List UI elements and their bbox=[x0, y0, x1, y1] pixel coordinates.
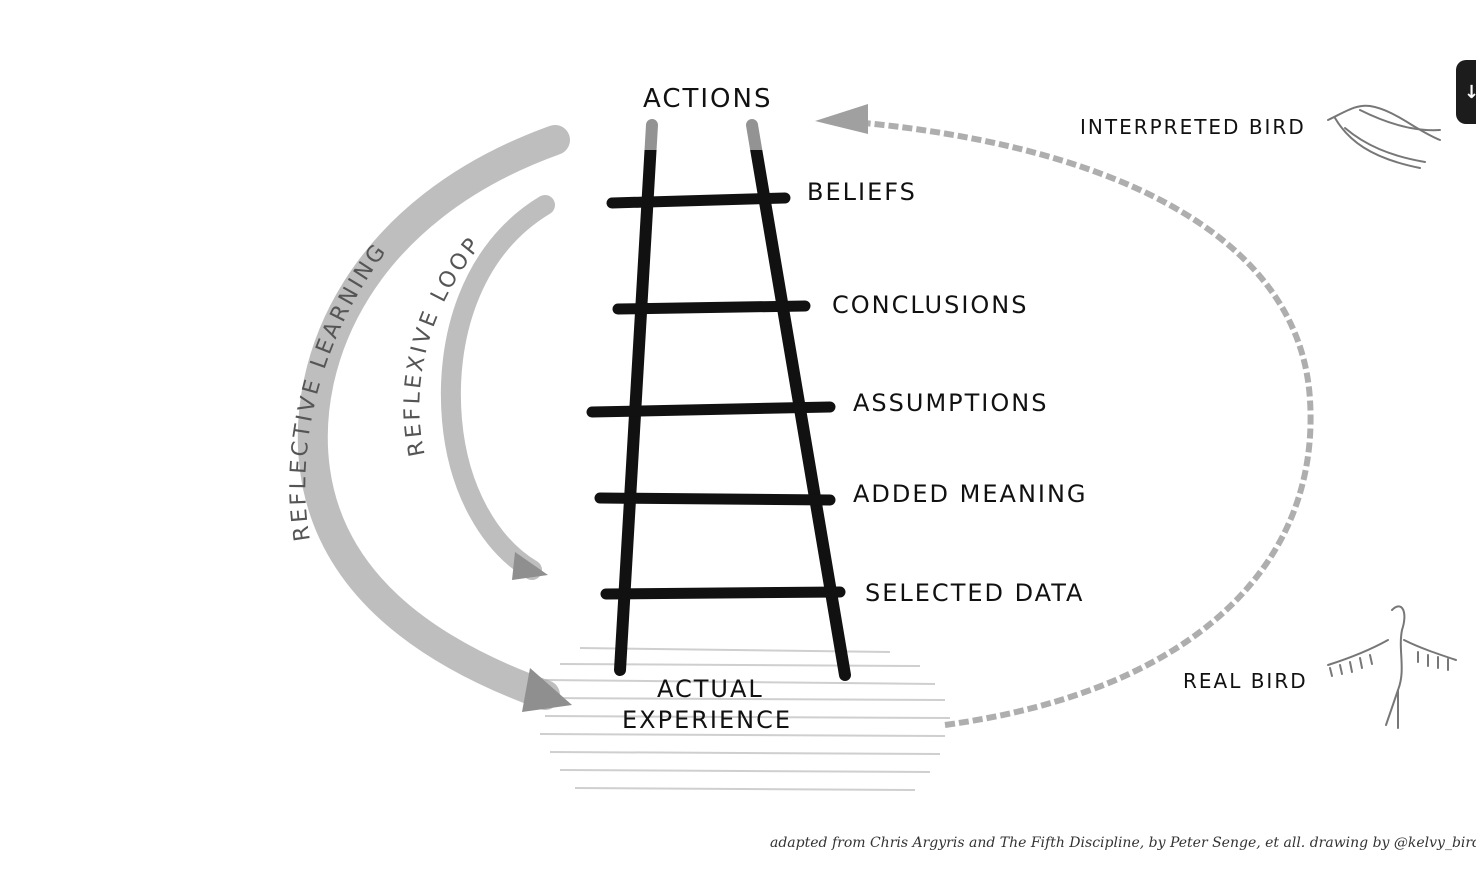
ladder-top-fade bbox=[600, 110, 800, 150]
real-bird-icon bbox=[1327, 605, 1457, 729]
rung-label-conclusions: CONCLUSIONS bbox=[832, 291, 1029, 319]
rung-added-meaning bbox=[594, 492, 836, 506]
interpretation-loop-arrowhead bbox=[815, 104, 868, 134]
rung-selected-data bbox=[600, 586, 846, 600]
reflexive-loop-arrowhead bbox=[512, 552, 548, 580]
interpreted-bird-label: INTERPRETED BIRD bbox=[1080, 115, 1306, 139]
side-tab[interactable]: ↓ bbox=[1456, 60, 1476, 124]
actual-experience-label-line2: EXPERIENCE bbox=[622, 706, 792, 734]
actions-label: ACTIONS bbox=[643, 84, 772, 114]
rung-assumptions bbox=[586, 401, 836, 418]
rung-label-selected-data: SELECTED DATA bbox=[865, 579, 1084, 607]
attribution-credit: adapted from Chris Argyris and The Fifth… bbox=[770, 835, 1476, 851]
rung-conclusions bbox=[612, 300, 811, 315]
arrow-down-icon: ↓ bbox=[1464, 82, 1476, 103]
interpretation-loop-arrow bbox=[829, 117, 1314, 728]
rung-label-assumptions: ASSUMPTIONS bbox=[853, 389, 1048, 417]
ladder-right-rail bbox=[746, 119, 851, 681]
rung-beliefs bbox=[606, 192, 791, 209]
reflective-learning-arrowhead bbox=[522, 668, 572, 712]
reflexive-loop-arrow bbox=[440, 195, 555, 580]
rung-label-added-meaning: ADDED MEANING bbox=[853, 480, 1088, 508]
reflective-learning-arrow bbox=[297, 125, 570, 710]
ladder-rungs bbox=[586, 192, 846, 600]
ladder-left-rail bbox=[614, 119, 658, 676]
real-bird-label: REAL BIRD bbox=[1183, 669, 1308, 693]
interpreted-bird-icon bbox=[1327, 104, 1441, 169]
rung-label-beliefs: BELIEFS bbox=[807, 178, 917, 206]
actual-experience-label-line1: ACTUAL bbox=[657, 675, 764, 703]
